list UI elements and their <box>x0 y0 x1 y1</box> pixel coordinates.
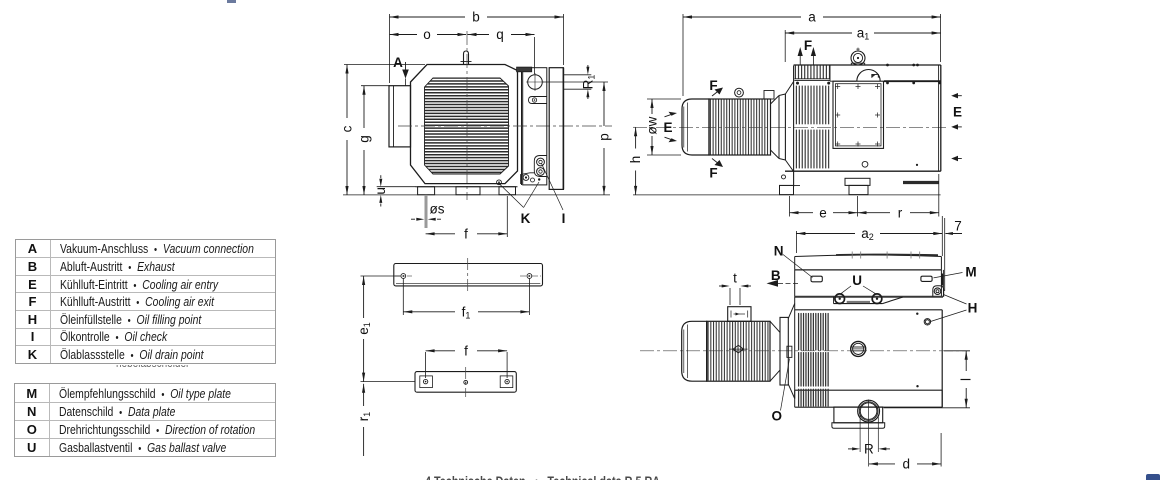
svg-text:øw: øw <box>644 116 659 134</box>
svg-text:f1: f1 <box>462 304 471 320</box>
svg-text:c: c <box>340 125 355 132</box>
svg-text:a1: a1 <box>857 26 870 42</box>
svg-text:I: I <box>562 211 566 226</box>
svg-text:e1: e1 <box>356 322 372 335</box>
svg-text:h: h <box>628 156 643 164</box>
svg-text:p: p <box>597 133 612 141</box>
svg-text:a: a <box>808 10 816 25</box>
svg-text:N: N <box>774 243 784 258</box>
svg-text:t: t <box>733 271 737 286</box>
svg-text:F: F <box>709 166 717 181</box>
svg-text:E: E <box>663 120 672 135</box>
svg-text:7: 7 <box>954 219 962 234</box>
svg-text:d: d <box>902 457 910 472</box>
svg-text:F: F <box>709 78 717 93</box>
svg-text:g: g <box>357 135 372 143</box>
svg-text:H: H <box>968 300 978 315</box>
svg-text:r: r <box>898 205 903 220</box>
svg-text:A: A <box>393 55 403 70</box>
svg-text:R1: R1 <box>580 75 596 90</box>
svg-text:M: M <box>965 265 976 280</box>
svg-text:R: R <box>864 442 874 457</box>
svg-text:E: E <box>953 104 962 119</box>
svg-text:B: B <box>771 268 781 283</box>
svg-text:U: U <box>852 273 862 288</box>
svg-text:u: u <box>373 187 388 195</box>
svg-text:f: f <box>464 343 468 358</box>
svg-text:f: f <box>464 226 468 241</box>
svg-text:F: F <box>804 38 812 53</box>
svg-text:K: K <box>521 211 531 226</box>
svg-text:e: e <box>819 205 827 220</box>
svg-text:r1: r1 <box>356 412 372 422</box>
svg-text:øs: øs <box>430 202 445 217</box>
svg-text:q: q <box>496 27 504 42</box>
svg-text:O: O <box>771 408 782 423</box>
svg-text:o: o <box>423 27 431 42</box>
svg-text:b: b <box>472 10 480 25</box>
svg-text:l: l <box>959 378 974 381</box>
svg-text:a2: a2 <box>861 226 874 242</box>
